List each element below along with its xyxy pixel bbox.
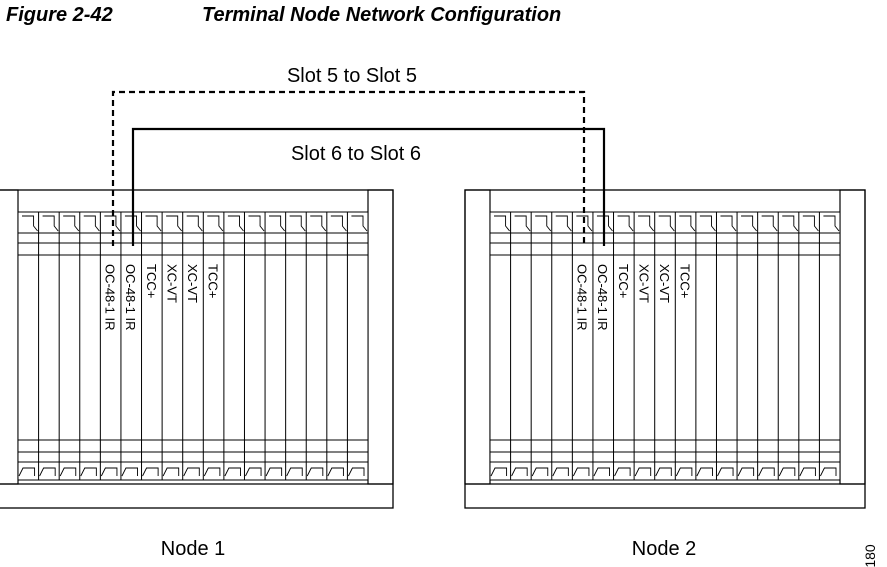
node1-bottom-latch [348,467,365,477]
node1-top-latch [207,215,224,232]
node2-top-latch [494,215,510,232]
node1-bottom-latch [59,467,77,477]
node1-top-latch [104,215,121,232]
node2-bottom-latch [799,467,816,477]
node1-bottom-latch [162,467,180,477]
node2-left-post [464,189,491,485]
node1-top-latch [330,215,347,232]
node2-bottom-latch [820,467,837,477]
node1-top-latch [83,215,100,232]
node2-top-latch [658,215,675,232]
node1-bottom-latch [265,467,283,477]
node1-top-latch [289,215,306,232]
node1-card-label: OC-48-1 IR [103,264,118,330]
node2-top-latch [679,215,696,232]
node2-top-latch [802,215,819,232]
node1-label: Node 1 [161,538,226,560]
node2-top-latch [823,215,840,232]
node2-bottom-latch [634,467,652,477]
node1-card-label: TCC+ [206,264,221,298]
node2-top-latch [535,215,552,232]
node2-card-cage [489,211,841,481]
node2-top-latch [638,215,655,232]
figure-number: Figure 2-42 [6,4,113,26]
slot6-label: Slot 6 to Slot 6 [291,143,421,165]
node1-bottom-latch [203,467,221,477]
node1-bottom-latch [39,467,56,477]
node1-top-latch [145,215,162,232]
node1-top-latch [22,215,38,232]
node1-bottom-latch [224,467,241,477]
figure-title: Terminal Node Network Configuration [202,4,562,26]
node2-bottom-latch [572,467,590,477]
node1-bottom-latch [327,467,344,477]
node2-top-latch [514,215,531,232]
node1-top-latch [42,215,59,232]
node2-bottom-latch [552,467,569,477]
node2-shelf: OC-48-1 IR OC-48-1 IR TCC+ XC-VT XC-VT TCC+ [464,189,866,509]
slot6-fiber-solid [131,127,606,246]
node1-card-label: XC-VT [164,264,179,303]
node1-bottom-latch [245,467,262,477]
node2-card-label: OC-48-1 IR [575,264,590,330]
node2-right-post [839,189,866,485]
node1-top-latch [124,215,141,232]
node2-card-label: OC-48-1 IR [595,264,610,330]
node1-top-latch [248,215,265,232]
node2-bottom-latch [511,467,528,477]
node2-bottom-latch [531,467,549,477]
node1-top-latch [227,215,244,232]
slot5-fiber-dashed [111,90,586,246]
node1-right-post [367,189,394,485]
node2-card-label: TCC+ [616,264,631,298]
node1-bottom-latch [142,467,159,477]
node1-top-latch [351,215,368,232]
node2-top-latch [617,215,634,232]
node1-card-label: TCC+ [144,264,159,298]
node2-top-latch [761,215,778,232]
node2-bottom-latch [614,467,631,477]
node1-bottom-latch [100,467,118,477]
node2-bottom-latch [778,467,796,477]
node2-top-latch [596,215,613,232]
slot5-label: Slot 5 to Slot 5 [287,65,417,87]
node1-shelf: OC-48-1 IR OC-48-1 IR TCC+ XC-VT XC-VT TCC+ [0,189,394,509]
node1-left-post [0,189,19,485]
node2-card-label: TCC+ [678,264,693,298]
node2-bottom-latch [717,467,734,477]
node2-top-latch [699,215,716,232]
node1-card-cage [17,211,369,481]
node2-bottom-latch [758,467,775,477]
node2-label: Node 2 [632,538,697,560]
node2-top-latch [555,215,572,232]
node1-card-label: XC-VT [185,264,200,303]
node1-top-latch [310,215,327,232]
figure-id-label: 131180 [862,544,878,567]
node2-card-label: XC-VT [657,264,672,303]
node2-top-latch [576,215,593,232]
node1-top-latch [63,215,80,232]
node1-top-latch [166,215,183,232]
node1-bottom-latch [183,467,200,477]
node2-bottom-latch [675,467,693,477]
node1-top-latch [186,215,203,232]
figure-caption: Figure 2-42 Terminal Node Network Configu… [6,4,561,27]
node2-bottom-latch [655,467,672,477]
node2-bottom-latch [737,467,755,477]
node1-bottom-latch [80,467,97,477]
node2-bottom-latch [490,467,508,477]
node2-card-label: XC-VT [636,264,651,303]
node1-bottom-latch [18,467,36,477]
node1-bottom-latch [121,467,138,477]
node2-top-latch [720,215,737,232]
node1-top-latch [269,215,285,232]
node1-bottom-latch [286,467,303,477]
node1-bottom-latch [306,467,324,477]
node1-card-label: OC-48-1 IR [123,264,138,330]
node2-top-latch [782,215,799,232]
node2-bottom-latch [696,467,713,477]
node2-bottom-latch [593,467,610,477]
node2-top-latch [741,215,757,232]
